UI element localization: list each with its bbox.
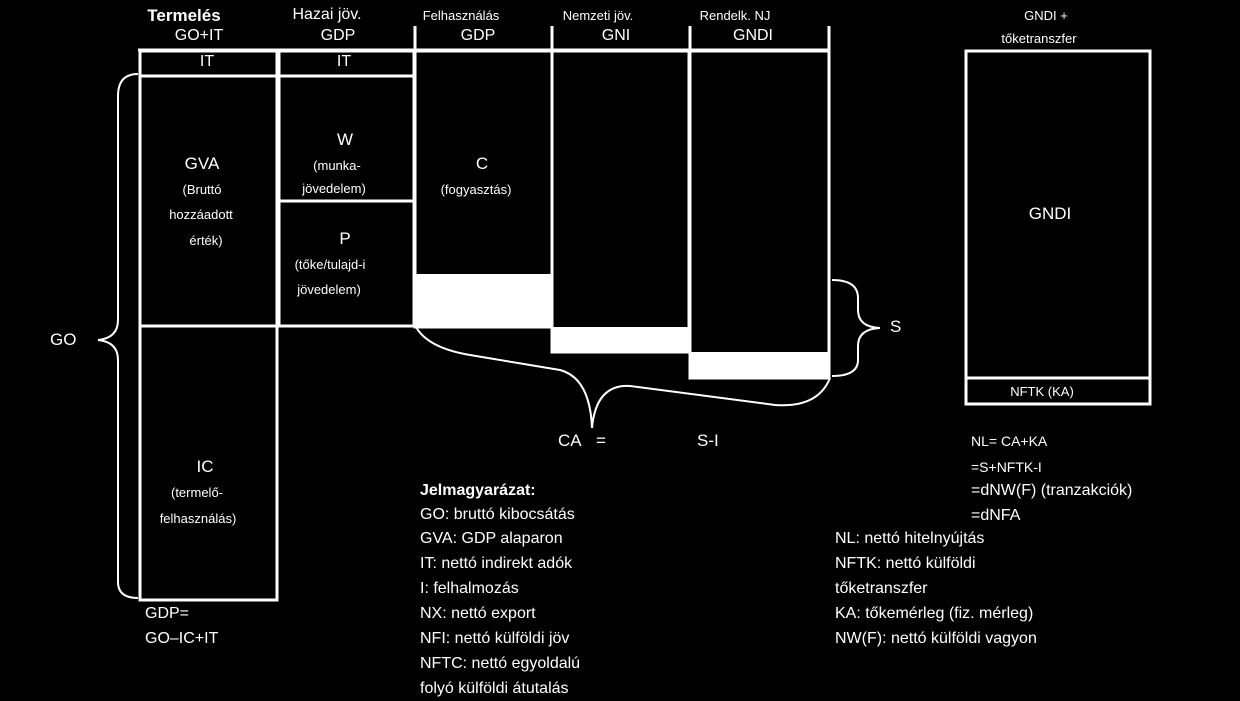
header-felhasznalas: Felhasználás	[422, 8, 500, 23]
nl-formula-line: =S+NFTK-I	[971, 459, 1042, 475]
header-gndi-plus-sub: tőketranszfer	[1001, 31, 1077, 46]
header-rendelk-sub: GNDI	[733, 27, 773, 44]
col2-p-desc: (tőke/tulajd-i	[294, 257, 366, 272]
header-termeles-sub: GO+IT	[174, 27, 224, 44]
col1-gva: GVA	[184, 154, 220, 173]
gdp-formula: GDP=	[145, 605, 190, 622]
gndi-saving-fill	[690, 352, 829, 378]
gni-saving-fill	[552, 327, 689, 352]
col3-c-desc: (fogyasztás)	[440, 182, 512, 197]
col1-it: IT	[199, 53, 215, 70]
col1-ic: IC	[196, 457, 214, 476]
legend-item: IT: nettó indirekt adók	[420, 555, 573, 572]
s-brace	[831, 279, 881, 377]
col2-it: IT	[336, 53, 352, 70]
nl-formula-line: NL= CA+KA	[971, 433, 1048, 449]
header-gndi-plus: GNDI +	[1024, 8, 1068, 23]
col2-w: W	[336, 130, 354, 149]
legend-item: GVA: GDP alaparon	[420, 530, 563, 547]
ca-label: CA	[558, 431, 582, 450]
col1-gva-desc: (Bruttó	[182, 182, 222, 197]
s-label: S	[890, 317, 902, 336]
col3-c: C	[475, 154, 489, 173]
legend-item: NFTC: nettó egyoldalú	[420, 655, 581, 672]
header-nemzeti: Nemzeti jöv.	[562, 8, 634, 23]
col2-w-desc: jövedelem)	[302, 181, 366, 196]
legend2-item: NW(F): nettó külföldi vagyon	[835, 630, 1037, 647]
legend-title: Jelmagyarázat:	[420, 482, 536, 499]
legend-item: folyó külföldi átutalás	[420, 680, 569, 697]
go-label: GO	[50, 330, 77, 349]
col2-w-desc: (munka-	[313, 158, 361, 173]
col1-gva-desc: érték)	[189, 233, 223, 248]
nl-formula-line: =dNW(F) (tranzakciók)	[971, 482, 1133, 499]
legend-item: I: felhalmozás	[420, 580, 519, 597]
right-nftk: NFTK (KA)	[1010, 384, 1074, 399]
s-i-label: S-I	[697, 431, 719, 450]
header-felhasznalas-sub: GDP	[460, 27, 496, 44]
legend-item: NX: nettó export	[420, 605, 536, 622]
legend2-item: KA: tőkemérleg (fiz. mérleg)	[835, 605, 1034, 622]
col1-ic-desc: (termelő-	[170, 485, 224, 500]
legend-item: NFI: nettó külföldi jöv	[420, 630, 570, 647]
right-gndi: GNDI	[1028, 204, 1072, 223]
investment-fill	[415, 274, 552, 327]
legend-item: GO: bruttó kibocsátás	[420, 506, 575, 523]
legend2-item: NFTK: nettó külföldi	[835, 555, 976, 572]
col2-p-desc: jövedelem)	[297, 282, 361, 297]
header-nemzeti-sub: GNI	[601, 27, 631, 44]
gndi-column-box	[688, 49, 831, 380]
col2-p: P	[339, 229, 351, 248]
equals-label: =	[596, 431, 606, 450]
gndi-capital-box	[964, 49, 1152, 406]
header-hazai: Hazai jöv.	[292, 6, 362, 23]
col1-gva-desc: hozzáadott	[169, 207, 233, 222]
header-rendelk: Rendelk. NJ	[699, 8, 771, 23]
legend2-item: NL: nettó hitelnyújtás	[835, 530, 985, 547]
nl-formula-line: =dNFA	[971, 507, 1021, 524]
header-hazai-sub: GDP	[320, 27, 356, 44]
col1-ic-desc: felhasználás)	[159, 511, 237, 526]
gni-column-box	[550, 49, 691, 354]
legend2-item: tőketranszfer	[835, 580, 928, 597]
go-brace	[97, 73, 139, 599]
gdp-formula: GO–IC+IT	[145, 630, 219, 647]
ca-brace	[415, 326, 831, 429]
header-termeles: Termelés	[147, 6, 221, 25]
